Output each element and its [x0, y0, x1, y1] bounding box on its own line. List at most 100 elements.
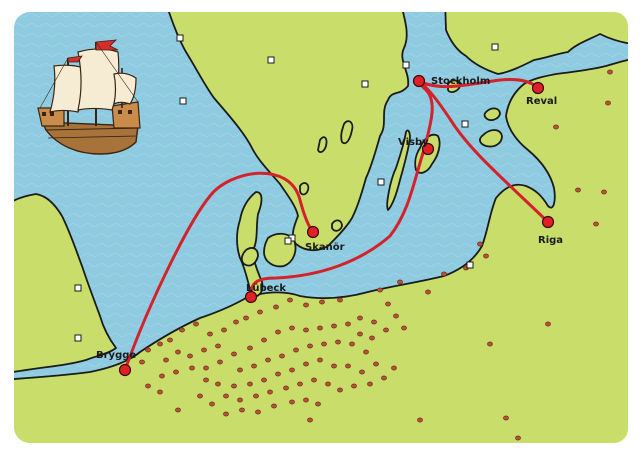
settlement-dot — [233, 319, 239, 325]
settlement-dot — [139, 359, 145, 365]
settlement-dot — [157, 341, 163, 347]
settlement-dot — [289, 367, 295, 373]
settlement-dot — [337, 387, 343, 393]
city-brygge[interactable]: Brygge — [96, 350, 136, 377]
city-marker[interactable] — [244, 290, 258, 304]
settlement-dot — [331, 363, 337, 369]
settlement-dot — [357, 331, 363, 337]
settlement-dot — [293, 347, 299, 353]
settlement-dot — [159, 373, 165, 379]
settlement-dot — [217, 359, 223, 365]
settlement-dot — [515, 435, 521, 441]
city-stockholm[interactable]: Stockholm — [412, 74, 491, 88]
settlement-dot — [359, 369, 365, 375]
castle-marker — [176, 34, 184, 42]
settlement-dot — [175, 407, 181, 413]
settlement-dot — [385, 301, 391, 307]
settlement-dot — [553, 124, 559, 130]
fyn-island — [240, 247, 259, 267]
settlement-dot — [303, 397, 309, 403]
settlement-dot — [331, 323, 337, 329]
settlement-dot — [193, 321, 199, 327]
settlement-dot — [145, 383, 151, 389]
settlement-dot — [401, 325, 407, 331]
city-label: Visby — [398, 137, 429, 148]
settlement-dot — [247, 381, 253, 387]
small-island — [299, 182, 310, 196]
city-label: Stockholm — [431, 76, 490, 87]
city-lubeck[interactable]: Lübeck — [244, 283, 287, 304]
settlement-dot — [231, 351, 237, 357]
castle-marker — [74, 334, 82, 342]
settlement-dot — [377, 287, 383, 293]
settlement-dot — [325, 381, 331, 387]
city-reval[interactable]: Reval — [526, 81, 557, 108]
settlement-dot — [335, 339, 341, 345]
trade-route-lubeck-stockholm-reval — [249, 78, 540, 299]
settlement-dot — [271, 403, 277, 409]
settlement-dot — [207, 331, 213, 337]
continent-landmass — [14, 57, 630, 443]
city-marker[interactable] — [118, 363, 132, 377]
settlement-dot — [187, 353, 193, 359]
settlement-dot — [203, 365, 209, 371]
settlement-dot — [601, 189, 607, 195]
settlement-dot — [275, 371, 281, 377]
settlement-dot — [253, 393, 259, 399]
settlement-dot — [237, 397, 243, 403]
scandinavia-landmass — [164, 12, 410, 252]
settlement-dot — [345, 363, 351, 369]
settlement-dot — [223, 411, 229, 417]
bornholm-island — [331, 219, 343, 232]
castle-marker — [74, 284, 82, 292]
city-label: Reval — [526, 96, 557, 107]
settlement-dot — [369, 335, 375, 341]
settlement-dot — [203, 377, 209, 383]
settlement-dot — [483, 253, 489, 259]
settlement-dot — [477, 241, 483, 247]
castle-marker — [284, 237, 292, 245]
city-marker[interactable] — [306, 225, 320, 239]
settlement-dot — [173, 369, 179, 375]
settlement-dot — [221, 327, 227, 333]
city-marker[interactable] — [531, 81, 545, 95]
settlement-dot — [223, 393, 229, 399]
settlement-dot — [397, 279, 403, 285]
city-skanor[interactable]: Skanör — [305, 225, 345, 254]
settlement-dot — [593, 221, 599, 227]
settlement-dot — [189, 365, 195, 371]
settlement-dot — [391, 365, 397, 371]
settlement-dot — [247, 345, 253, 351]
settlement-dot — [267, 389, 273, 395]
finland-landmass — [444, 12, 630, 75]
settlement-dot — [209, 401, 215, 407]
settlement-dot — [303, 361, 309, 367]
settlement-dot — [371, 319, 377, 325]
castle-marker — [402, 61, 410, 69]
settlement-dot — [315, 401, 321, 407]
settlement-dot — [251, 363, 257, 369]
city-visby[interactable]: Visby — [398, 137, 435, 156]
settlement-dot — [287, 297, 293, 303]
city-marker[interactable] — [541, 215, 555, 229]
settlement-dot — [215, 343, 221, 349]
settlement-dot — [255, 409, 261, 415]
settlement-dot — [237, 367, 243, 373]
city-label: Riga — [538, 235, 563, 246]
settlement-dot — [197, 393, 203, 399]
settlement-dot — [311, 377, 317, 383]
settlement-dot — [307, 417, 313, 423]
city-marker[interactable] — [421, 142, 435, 156]
city-marker[interactable] — [412, 74, 426, 88]
settlement-dot — [167, 337, 173, 343]
settlement-dot — [351, 383, 357, 389]
trade-route-stockholm-riga — [417, 79, 550, 224]
city-riga[interactable]: Riga — [538, 215, 563, 247]
settlement-dot — [441, 271, 447, 277]
settlement-dot — [321, 341, 327, 347]
settlement-dot — [349, 341, 355, 347]
oland-island — [386, 129, 411, 211]
settlement-dot — [303, 302, 309, 308]
city-label: Skanör — [305, 242, 345, 253]
